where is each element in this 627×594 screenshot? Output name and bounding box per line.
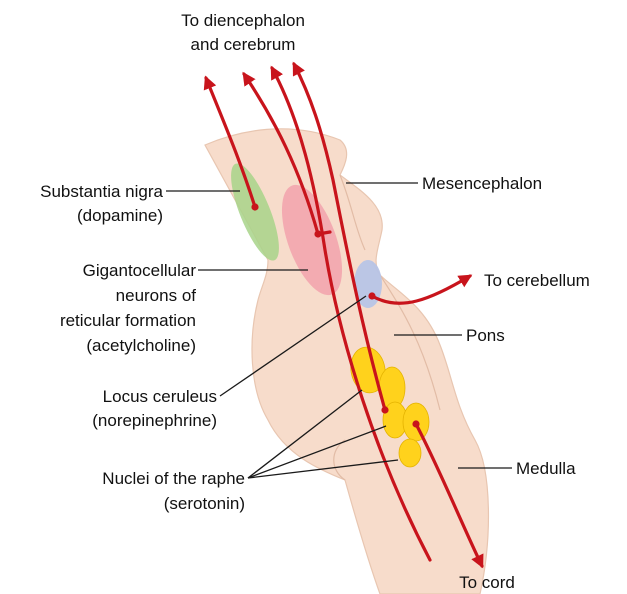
label-top-target-line2: and cerebrum xyxy=(191,35,296,54)
origin-dot-gigantocellular xyxy=(314,230,321,237)
label-to-cord: To cord xyxy=(459,573,515,592)
origin-dot-raphe-lower xyxy=(412,420,419,427)
label-gigantocellular-line3: reticular formation xyxy=(60,311,196,330)
label-gigantocellular-line1: Gigantocellular xyxy=(83,261,197,280)
raphe-nucleus-5 xyxy=(399,439,421,467)
label-medulla: Medulla xyxy=(516,459,576,478)
label-locus-ceruleus-line1: Locus ceruleus xyxy=(103,387,217,406)
label-to-cerebellum: To cerebellum xyxy=(484,271,590,290)
label-substantia-nigra-line2: (dopamine) xyxy=(77,206,163,225)
origin-dot-locus-ceruleus xyxy=(368,292,375,299)
label-gigantocellular-line2: neurons of xyxy=(116,286,197,305)
origin-dot-substantia-nigra xyxy=(251,203,258,210)
label-raphe-line2: (serotonin) xyxy=(164,494,245,513)
label-substantia-nigra-line1: Substantia nigra xyxy=(40,182,163,201)
label-mesencephalon: Mesencephalon xyxy=(422,174,542,193)
label-gigantocellular-line4: (acetylcholine) xyxy=(86,336,196,355)
origin-dot-raphe-upper xyxy=(381,406,388,413)
label-raphe-line1: Nuclei of the raphe xyxy=(102,469,245,488)
label-top-target-line1: To diencephalon xyxy=(181,11,305,30)
label-pons: Pons xyxy=(466,326,505,345)
label-locus-ceruleus-line2: (norepinephrine) xyxy=(92,411,217,430)
